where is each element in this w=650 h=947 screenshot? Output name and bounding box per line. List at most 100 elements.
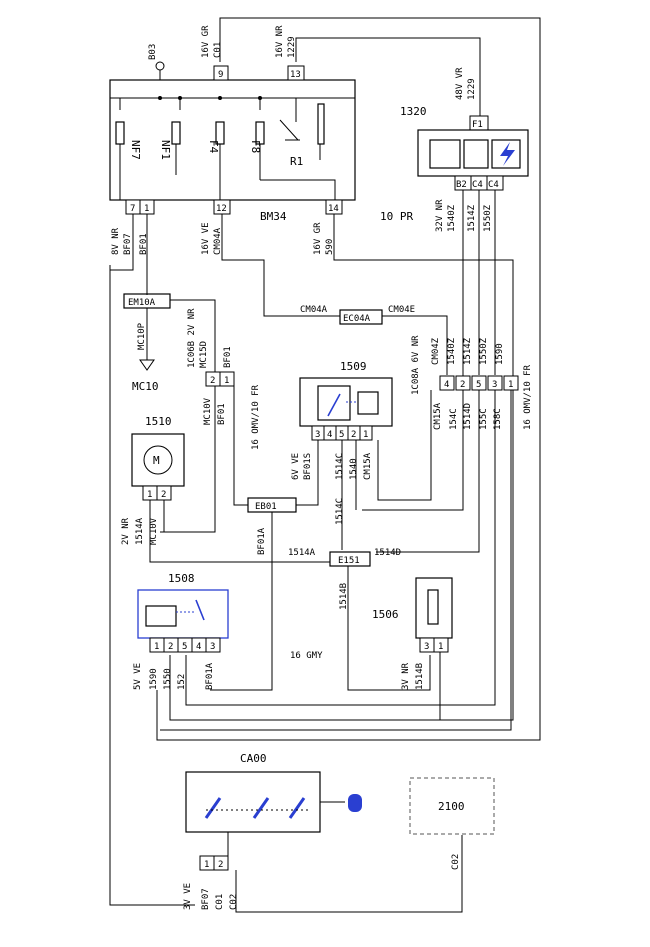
module-1509: 1509 3 4 5 2 1 <box>299 360 393 441</box>
c01-top-label: 16V GR <box>201 25 211 58</box>
w1514a-label: 1514A <box>288 548 316 558</box>
wire-cm04a <box>221 214 340 317</box>
bf01-label: BF01 <box>139 233 149 255</box>
bm34-title: BM34 <box>260 210 287 223</box>
eb01-label: EB01 <box>255 502 277 512</box>
pin-12-label: 12 <box>216 204 227 214</box>
p1508-a: 1 <box>154 642 159 652</box>
pin-9 <box>213 65 229 81</box>
module-1320: 1320 48V VR 1229 F1 B2 C4 C4 <box>400 67 529 191</box>
svg-text:M: M <box>153 454 160 467</box>
w1514d2-label: 1514D <box>463 403 473 430</box>
switch-1509-icon <box>327 393 341 417</box>
bm-left-label: 8V NR <box>111 227 121 255</box>
mc10-label: MC10 <box>132 380 159 393</box>
wire-cm04e <box>382 315 448 375</box>
e151-label: E151 <box>338 556 360 566</box>
bf01c-label: BF01 <box>217 403 227 425</box>
w1514d-label: 1514D <box>374 548 401 558</box>
pin-1-label: 1 <box>144 204 149 214</box>
w1540-label: 1540 <box>349 458 359 480</box>
ca00-title: CA00 <box>240 752 267 765</box>
bm34-module: NF7 NF1 F4 F8 R1 <box>109 79 356 201</box>
p1508-e: 3 <box>210 642 215 652</box>
mc10p-label: MC10P <box>137 322 147 350</box>
p1509-d: 2 <box>351 430 356 440</box>
m1508-title: 1508 <box>168 572 195 585</box>
pins-side-connector: 4 2 5 3 1 <box>439 375 519 391</box>
c01b-label: C01 <box>215 894 225 910</box>
switch-1508-icon <box>195 599 205 621</box>
fuse-f8-label: F8 <box>249 140 262 153</box>
relay-r1-label: R1 <box>290 155 303 168</box>
bf01b-label: BF01 <box>223 346 233 368</box>
p1510-b: 2 <box>161 490 166 500</box>
gmy-label: 16 GMY <box>290 651 323 661</box>
bf07b-label: BF07 <box>201 888 211 910</box>
mc10v-label: MC10V <box>203 397 213 425</box>
c1510-label: 2V NR <box>121 517 131 545</box>
wire-590 <box>169 214 514 721</box>
module-ca00: 1 2 <box>185 771 362 871</box>
w1550-label: 1550 <box>163 668 173 690</box>
wire-1540z <box>362 190 464 511</box>
cm04a-label: CM04A <box>300 305 328 315</box>
wire-bf01-eb <box>233 386 248 506</box>
wire-em10a <box>160 299 216 533</box>
p1506-b: 1 <box>438 642 443 652</box>
module-1508: 1508 1 2 5 4 3 <box>137 572 229 653</box>
omv-a-label: 16 OMV/10 FR <box>251 384 261 450</box>
em10a-label: EM10A <box>128 298 156 308</box>
c1320-name-label: 1229 <box>467 78 477 100</box>
omv-b-label: 16 OMV/10 FR <box>523 364 533 430</box>
cm04e-label: CM04E <box>388 305 415 315</box>
bf01a-label: BF01A <box>257 527 267 555</box>
mc15d-label: MC15D <box>199 341 209 368</box>
lightning-icon <box>500 142 515 166</box>
w1590-label: 1590 <box>149 668 159 690</box>
pca-b: 2 <box>218 860 223 870</box>
c1320-pins-label: 32V NR <box>435 199 445 232</box>
fuse-f4-label: F4 <box>207 140 220 154</box>
b03-label: B03 <box>148 44 158 60</box>
mc-pin-1-label: 1 <box>224 376 229 386</box>
w1550z2-label: 1550Z <box>479 337 489 365</box>
wire-frame-top <box>156 17 541 741</box>
c1506-label: 3V NR <box>401 662 411 690</box>
w158c-label: 158C <box>493 408 503 430</box>
key-icon[interactable] <box>348 794 362 812</box>
p1506-a: 3 <box>424 642 429 652</box>
p1510-a: 1 <box>147 490 152 500</box>
mc-pin-2-label: 2 <box>210 376 215 386</box>
wire-c02 <box>235 835 463 913</box>
wire-bf01a <box>210 512 273 691</box>
pin-13 <box>287 65 305 81</box>
motor-icon <box>143 445 173 475</box>
m1320-title: 1320 <box>400 105 427 118</box>
c4-label: C4 <box>472 180 483 190</box>
ca00-switch-icons <box>204 797 306 819</box>
w1514b-label: 1514B <box>339 583 349 610</box>
p1509-b: 4 <box>327 430 332 440</box>
ps-b: 2 <box>460 380 465 390</box>
pin-9-label: 9 <box>218 70 223 80</box>
c1320-top-label: 48V VR <box>455 67 465 100</box>
w1540z-label: 1540Z <box>447 204 457 232</box>
pr10-label: 10 PR <box>380 210 413 223</box>
bf01s-label: BF01S <box>303 453 313 480</box>
m2100-title: 2100 <box>438 800 465 813</box>
bm-nf7-label: NF7 <box>129 140 142 160</box>
e151-box <box>329 551 371 567</box>
wire-bf01s <box>296 440 319 506</box>
module-1510: 1510 M 1 2 <box>131 415 185 501</box>
c02-label: C02 <box>229 894 239 910</box>
pin-14-label: 14 <box>328 204 339 214</box>
w152-label: 152 <box>177 674 187 690</box>
pins-1509: 3 4 5 2 1 <box>311 425 373 441</box>
bf07-label: BF07 <box>123 233 133 255</box>
wire-left-bus <box>109 265 195 906</box>
w590-label: 590 <box>325 239 335 255</box>
c02b-label: C02 <box>451 854 461 870</box>
b2-label: B2 <box>456 180 467 190</box>
